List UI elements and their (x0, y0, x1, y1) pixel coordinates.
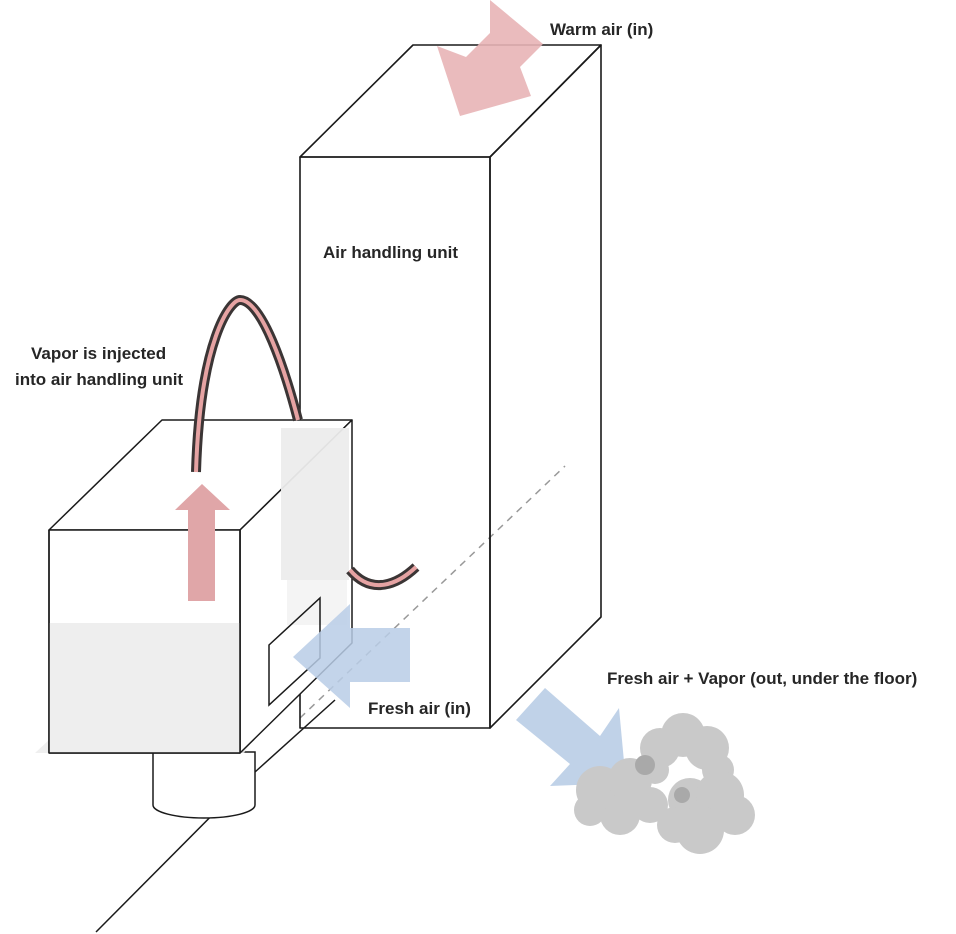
vapor-label-line2: into air handling unit (15, 370, 183, 389)
vapor-label-line1: Vapor is injected (31, 344, 166, 363)
fresh-air-out-arrow (516, 688, 626, 786)
fresh-air-out-label: Fresh air + Vapor (out, under the floor) (607, 669, 917, 688)
floor-dashed-line (299, 465, 566, 719)
humidifier-front-tint (49, 623, 240, 753)
vapor-cloud (574, 713, 755, 854)
duct-panel (281, 428, 349, 580)
vapor-hose (191, 294, 420, 591)
humidifier-base-cylinder (152, 751, 256, 819)
fresh-air-in-label: Fresh air (in) (368, 699, 471, 718)
air-handling-unit-label: Air handling unit (323, 243, 458, 262)
warm-air-arrow (437, 0, 543, 116)
warm-air-label: Warm air (in) (550, 20, 653, 39)
fresh-air-in-arrow (293, 604, 410, 708)
vapor-up-arrow (175, 484, 230, 601)
